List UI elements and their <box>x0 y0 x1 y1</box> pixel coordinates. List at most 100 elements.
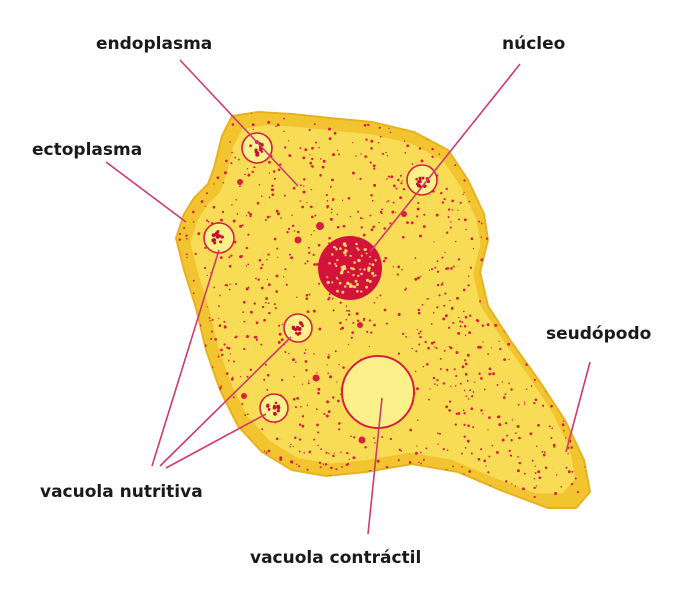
granule <box>345 318 348 321</box>
chromatin-dot <box>340 265 344 269</box>
chromatin-dot <box>328 262 331 265</box>
granule <box>459 382 462 385</box>
granule <box>561 383 565 387</box>
granule <box>441 256 444 259</box>
granule <box>277 168 281 172</box>
granule <box>224 452 227 456</box>
granule <box>308 251 311 254</box>
granule <box>548 425 551 428</box>
granule <box>585 425 588 429</box>
granule <box>571 359 573 361</box>
granule <box>328 354 330 356</box>
chromatin-dot <box>360 254 363 257</box>
granule <box>176 317 178 319</box>
granule <box>537 470 541 474</box>
granule <box>577 377 580 381</box>
leader-ectoplasma <box>105 161 187 223</box>
granule <box>379 135 382 138</box>
granule <box>436 283 440 287</box>
granule <box>488 125 492 129</box>
granule <box>568 318 572 322</box>
granule <box>327 372 330 375</box>
granule <box>351 171 355 175</box>
granule <box>411 163 414 165</box>
granule <box>295 361 297 364</box>
granule <box>588 177 590 180</box>
granule <box>295 463 298 466</box>
granule <box>252 480 255 483</box>
granule <box>275 125 277 128</box>
granule <box>433 241 435 243</box>
granule <box>419 234 422 238</box>
granule <box>440 129 444 132</box>
granule <box>243 466 245 468</box>
granule <box>212 205 216 209</box>
granule <box>177 412 180 415</box>
chromatin-dot <box>365 252 368 255</box>
granule <box>364 446 367 449</box>
granule <box>239 224 242 228</box>
granule <box>554 141 557 144</box>
granule <box>360 226 363 229</box>
granule <box>455 240 457 243</box>
granule <box>194 252 197 256</box>
chromatin-dot <box>326 280 330 285</box>
granule <box>353 505 355 508</box>
granule <box>179 112 182 114</box>
granule <box>230 493 234 497</box>
granule <box>176 163 178 166</box>
granule <box>298 465 301 468</box>
granule <box>534 465 536 467</box>
granule <box>299 200 302 202</box>
granule <box>266 373 270 377</box>
granule <box>299 147 302 150</box>
granule <box>448 409 451 412</box>
granule <box>310 165 312 167</box>
granule <box>304 148 308 152</box>
granule <box>414 277 418 281</box>
granule <box>403 140 406 142</box>
granule <box>230 162 233 165</box>
chromatin-dot <box>371 271 375 275</box>
granule <box>230 377 234 381</box>
food-particle <box>415 182 419 186</box>
granule <box>416 387 419 391</box>
granule <box>400 182 403 185</box>
food-particle <box>211 233 216 237</box>
granule <box>480 222 483 225</box>
granule <box>496 278 498 281</box>
granule <box>577 186 580 189</box>
granule <box>241 493 244 496</box>
granule <box>274 307 277 310</box>
granule <box>373 323 376 327</box>
granule <box>468 200 471 203</box>
granule <box>516 296 518 299</box>
granule <box>535 485 538 487</box>
granule <box>398 448 401 451</box>
granule <box>204 165 206 167</box>
granule <box>352 321 355 324</box>
granule <box>246 460 249 463</box>
granule <box>370 139 374 143</box>
granule <box>395 187 398 190</box>
granule <box>261 195 263 197</box>
granule <box>483 388 486 391</box>
granule <box>565 466 568 469</box>
granule <box>370 194 373 197</box>
granule <box>330 466 333 470</box>
granule <box>450 306 454 310</box>
granule <box>307 382 310 385</box>
granule <box>310 157 314 161</box>
granule <box>487 471 490 474</box>
granule <box>471 131 474 134</box>
granule <box>264 219 267 221</box>
granule <box>373 301 376 304</box>
granule <box>177 211 180 214</box>
granule <box>332 309 335 312</box>
granule <box>454 164 457 167</box>
granule <box>517 403 520 406</box>
granule <box>451 199 455 203</box>
granule <box>392 201 395 204</box>
granule <box>377 141 380 144</box>
